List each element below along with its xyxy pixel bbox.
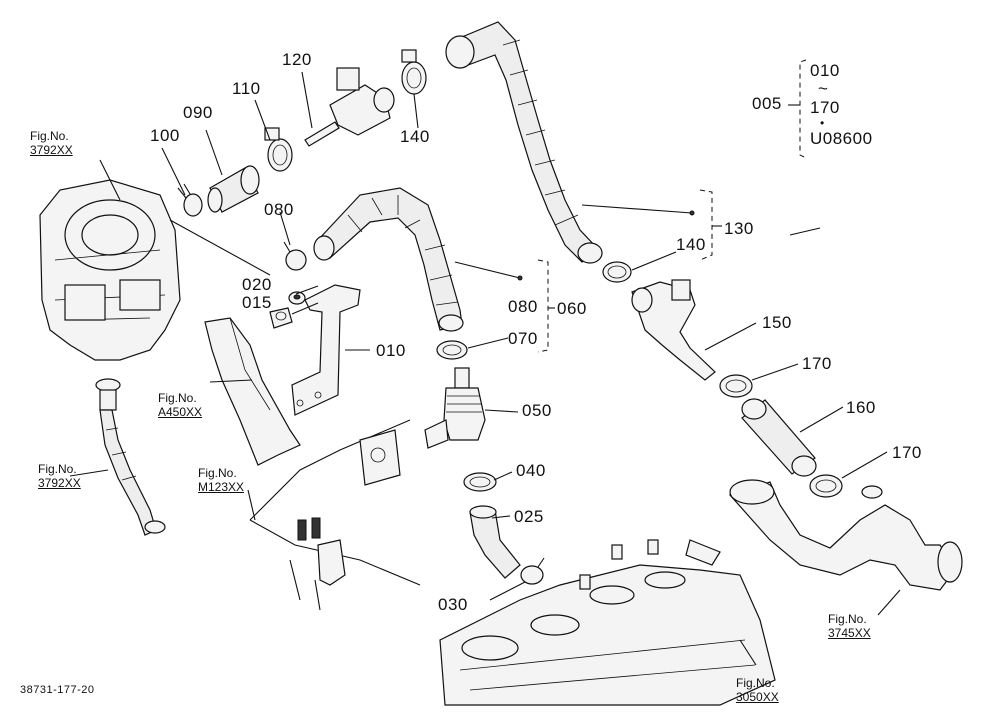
pipe-120 <box>304 121 340 147</box>
valve-150 <box>631 279 716 381</box>
clamp-110 <box>264 127 293 172</box>
fitting-050 <box>424 367 486 449</box>
label-070: 070 <box>508 329 538 348</box>
label-060: 060 <box>557 299 587 318</box>
fig-ref-number: 3050XX <box>736 690 779 704</box>
label-080-hose: 080 <box>508 297 538 316</box>
label-040: 040 <box>516 461 546 480</box>
clamp-140-lower <box>602 261 632 283</box>
label-025: 025 <box>514 507 544 526</box>
hose-025 <box>469 505 521 579</box>
label-010: 010 <box>376 341 406 360</box>
fig-ref-number: M123XX <box>198 480 245 494</box>
fig-ref-label: Fig.No. <box>158 391 197 405</box>
label-110: 110 <box>232 79 261 98</box>
frame-a450 <box>204 317 301 466</box>
clamp-040 <box>463 472 497 492</box>
label-020: 020 <box>242 275 272 294</box>
nut-015 <box>269 307 293 329</box>
fig-ref-number: 3745XX <box>828 626 871 640</box>
fig-ref-number: 3792XX <box>38 476 81 490</box>
label-140-lower: 140 <box>676 235 706 254</box>
assembly-tilde: ~ <box>818 79 829 98</box>
label-090: 090 <box>183 103 213 122</box>
outlet-pipe <box>728 479 963 591</box>
hose-160 <box>741 398 817 477</box>
fig-ref-label: Fig.No. <box>38 462 77 476</box>
bracket-010 <box>291 284 361 416</box>
frame-m123 <box>249 419 421 611</box>
label-150: 150 <box>762 313 792 332</box>
thermostat-valve-housing <box>329 67 395 136</box>
engine-block <box>439 539 776 706</box>
assembly-from: 010 <box>810 61 840 80</box>
label-100: 100 <box>150 126 180 145</box>
label-015: 015 <box>242 293 272 312</box>
clamp-080 <box>283 241 307 271</box>
label-120: 120 <box>282 50 312 69</box>
fig-ref-label: Fig.No. <box>30 129 69 143</box>
fig-ref-lower-hose: Fig.No. 3792XX <box>38 462 81 490</box>
fig-ref-pump: Fig.No. 3792XX <box>30 129 73 157</box>
label-170-lower: 170 <box>892 443 922 462</box>
label-050: 050 <box>522 401 552 420</box>
clamp-170-upper <box>719 374 753 398</box>
fig-ref-engine: Fig.No. 3050XX <box>736 676 779 704</box>
clamp-170-lower <box>809 474 843 498</box>
label-160: 160 <box>846 398 876 417</box>
fig-ref-lower-frame: Fig.No. M123XX <box>198 466 244 494</box>
hose-090 <box>207 165 260 213</box>
fig-ref-frame: Fig.No. A450XX <box>158 391 202 419</box>
nut-020 <box>288 291 306 305</box>
assembly-dot: • <box>820 116 825 130</box>
leader-lines <box>69 59 901 666</box>
clamp-030 <box>520 557 545 585</box>
fig-ref-label: Fig.No. <box>828 612 867 626</box>
fig-ref-outlet-pipe: Fig.No. 3745XX <box>828 612 871 640</box>
clamp-100 <box>177 183 203 217</box>
assembly-to: 170 <box>810 98 840 117</box>
lower-bypass-hose <box>99 409 166 536</box>
label-170-upper: 170 <box>802 354 832 373</box>
drawing-code: 38731-177-20 <box>20 684 95 696</box>
fig-ref-label: Fig.No. <box>198 466 237 480</box>
long-hose-130 <box>445 21 603 264</box>
clamp-070 <box>436 340 468 360</box>
water-pump-housing <box>39 179 181 411</box>
assembly-serial: U08600 <box>810 129 873 148</box>
label-030: 030 <box>438 595 468 614</box>
label-130: 130 <box>724 219 754 238</box>
fig-ref-number: A450XX <box>158 405 203 419</box>
hose-060 <box>313 187 464 332</box>
fig-ref-number: 3792XX <box>30 143 73 157</box>
clamp-140-upper <box>401 49 427 95</box>
label-140-upper: 140 <box>400 127 430 146</box>
label-080-clamp: 080 <box>264 200 294 219</box>
assembly-code: 005 <box>752 94 782 113</box>
fig-ref-label: Fig.No. <box>736 676 775 690</box>
